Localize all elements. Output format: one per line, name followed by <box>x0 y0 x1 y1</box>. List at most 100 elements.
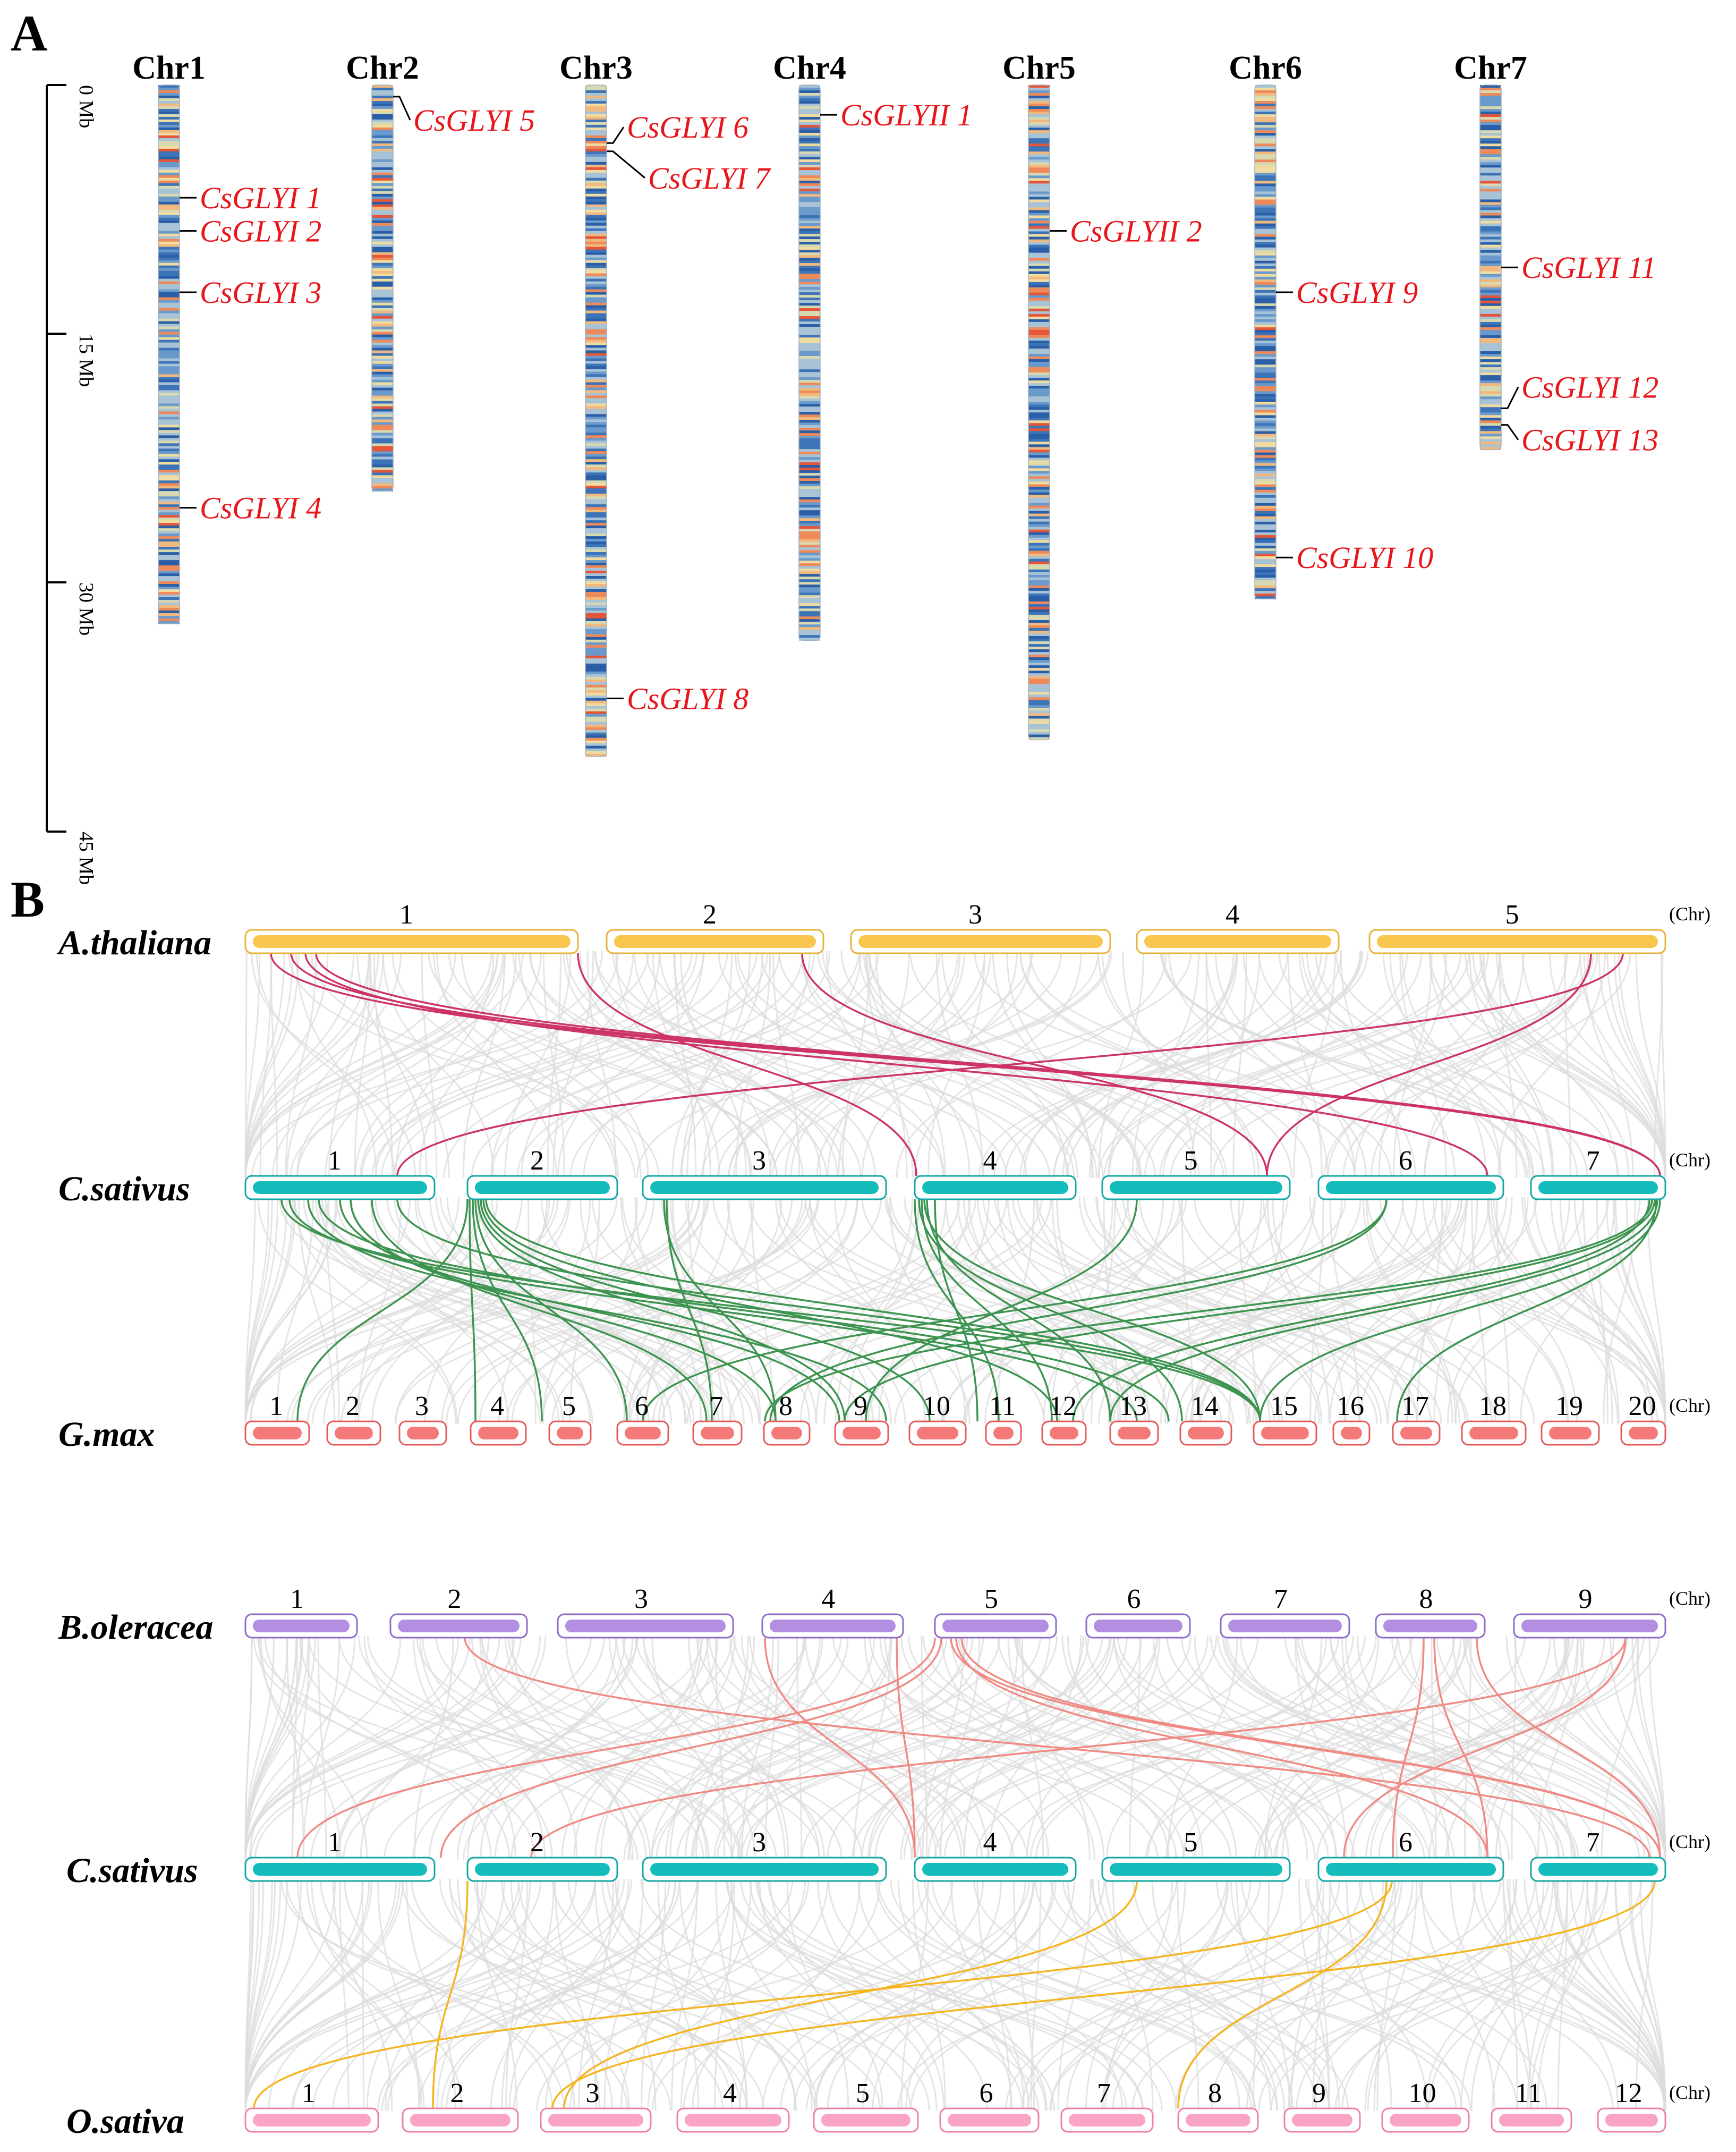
chromosome-number: 4 <box>723 2078 737 2108</box>
synteny-link <box>642 1199 1388 1422</box>
scale-label-0: 0 Mb <box>75 85 97 128</box>
gene-label: CsGLYI 1 <box>200 181 321 215</box>
synteny-link <box>480 1199 931 1422</box>
chromosome-bar: 6 <box>1317 1827 1504 1882</box>
chr-unit-label: (Chr) <box>1669 1831 1711 1852</box>
synteny-link <box>253 1880 1393 2109</box>
chromosome-number: 8 <box>1419 1584 1433 1614</box>
highlighted-synteny-links <box>253 953 1661 2109</box>
chromosome-bar: 2 <box>606 900 824 954</box>
chromosome-bar: 4 <box>761 1584 904 1639</box>
gene-label: CsGLYI 13 <box>1521 423 1658 457</box>
chromosome-number: 3 <box>586 2078 600 2108</box>
gene-label: CsGLYI 11 <box>1521 250 1656 285</box>
gene-density-heatmap <box>1255 85 1276 599</box>
panel-b-letter: B <box>11 871 45 928</box>
background-synteny-links <box>244 951 1666 2111</box>
synteny-link <box>339 1199 840 1422</box>
chromosome-number: 6 <box>635 1391 649 1421</box>
synteny-link <box>1343 1637 1627 1858</box>
chromosome-number: 17 <box>1401 1391 1429 1421</box>
synteny-link <box>923 1199 1261 1422</box>
chromosome-name: Chr7 <box>1454 50 1527 86</box>
synteny-link <box>1433 1637 1488 1858</box>
chromosome-bar: 18 <box>1461 1391 1527 1446</box>
chromosome-number: 15 <box>1270 1391 1298 1421</box>
chromosome-number: 3 <box>634 1584 648 1614</box>
chromosome-number: 3 <box>968 900 982 930</box>
chromosome-bar: 1 <box>244 1391 310 1446</box>
chromosome-bar: 6 <box>1085 1584 1191 1639</box>
chromosome-bar: 3 <box>850 900 1111 954</box>
chromosome-number: 4 <box>983 1827 997 1858</box>
chromosome-bar: 9 <box>834 1391 889 1446</box>
chromosome-bar: 17 <box>1392 1391 1441 1446</box>
gene-label: CsGLYI 10 <box>1296 540 1433 575</box>
gene-leader-line <box>607 126 625 144</box>
chromosome-name: Chr4 <box>773 50 846 86</box>
chromosome-bar: 3 <box>540 2078 652 2133</box>
chromosome-number: 1 <box>328 1827 342 1858</box>
chromosome-bar: 7 <box>1220 1584 1350 1639</box>
chromosome-number: 6 <box>980 2078 993 2108</box>
chr-unit-label: (Chr) <box>1669 2082 1711 2103</box>
synteny-link <box>1396 1199 1657 1422</box>
chromosome-number: 2 <box>450 2078 464 2108</box>
chromosome-number: 1 <box>302 2078 316 2108</box>
gene-leader-line <box>1501 386 1519 409</box>
gene-density-heatmap <box>1480 85 1501 450</box>
scale-bar: 0 Mb 15 Mb 30 Mb 45 Mb <box>46 84 97 885</box>
chromosome-number: 2 <box>530 1827 544 1858</box>
synteny-link <box>477 1199 846 1422</box>
chromosome-outline <box>1028 84 1050 741</box>
chromosome-number: 7 <box>1586 1827 1600 1858</box>
chromosome-number: 12 <box>1049 1391 1077 1421</box>
gene-density-heatmap <box>1028 85 1050 740</box>
chromosome-bar: 6 <box>939 2078 1040 2133</box>
gene-label: CsGLYII 2 <box>1070 214 1202 249</box>
species-label: G.max <box>58 1415 155 1454</box>
gene-label: CsGLYI 9 <box>1296 275 1418 310</box>
chromosome-bar: 7 <box>692 1391 743 1446</box>
chromosome-bar: 5 <box>813 2078 919 2133</box>
chromosome-outline <box>1254 84 1277 599</box>
chromosome-bar: 5 <box>548 1391 592 1446</box>
gene-density-heatmap <box>585 85 607 757</box>
species-label: O.sativa <box>66 2102 184 2141</box>
chromosome-bar: 2 <box>389 1584 528 1639</box>
chromosome-name: Chr2 <box>346 50 419 86</box>
chromosome-bar: 8 <box>763 1391 811 1446</box>
chromosome-number: 7 <box>1274 1584 1288 1614</box>
chromosome-bar: 10 <box>908 1391 967 1446</box>
synteny-link <box>896 1637 916 1858</box>
chromosome-bar: 12 <box>1597 2078 1666 2133</box>
synteny-link <box>1109 1199 1658 1422</box>
chromosome-bar: 1 <box>244 1827 436 1882</box>
chromosome-number: 18 <box>1479 1391 1507 1421</box>
synteny-link <box>577 953 917 1176</box>
scale-label-30: 30 Mb <box>75 582 97 636</box>
chromosome-number: 8 <box>1208 2078 1222 2108</box>
chromosome-number: 8 <box>779 1391 793 1421</box>
synteny-link <box>666 1199 713 1422</box>
chromosome-bar: 9 <box>1513 1584 1666 1639</box>
chromosome-number: 4 <box>1226 900 1239 930</box>
synteny-link <box>764 1199 1653 1422</box>
synteny-link <box>350 1199 777 1422</box>
synteny-link <box>955 1637 1488 1858</box>
chromosome-number: 9 <box>1312 2078 1326 2108</box>
chromosome-number: 2 <box>346 1391 360 1421</box>
synteny-link <box>432 1880 469 2109</box>
chromosome-bar: 7 <box>1530 1146 1666 1200</box>
chromosome-bar: 12 <box>1041 1391 1087 1446</box>
scale-label-45: 45 Mb <box>75 832 97 885</box>
chromosome-bar: 6 <box>616 1391 669 1446</box>
chromosome-number: 11 <box>989 1391 1016 1421</box>
chromosome-bar: 19 <box>1541 1391 1600 1446</box>
synteny-link <box>663 1199 777 1422</box>
